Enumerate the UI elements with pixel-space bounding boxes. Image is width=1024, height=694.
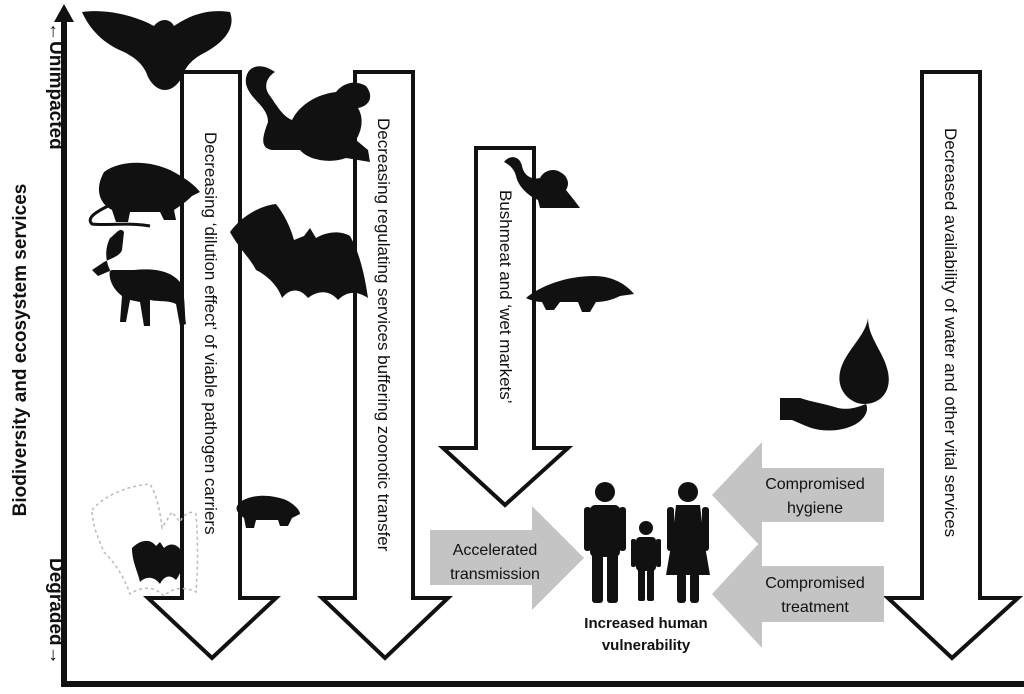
- accelerated-transmission-label-1: Accelerated: [453, 542, 538, 559]
- monkey-icon: [245, 66, 371, 162]
- accelerated-transmission-arrow: [430, 506, 584, 610]
- compromised-treatment-label-2: treatment: [781, 599, 849, 616]
- pangolin-icon: [526, 276, 634, 312]
- arrow-dilution-label: Decreasing ‘dilution effect’ of viable p…: [201, 132, 220, 535]
- compromised-treatment-arrow: [712, 540, 884, 648]
- compromised-treatment-label-1: Compromised: [765, 575, 865, 592]
- bat-icon: [230, 204, 368, 300]
- owl-icon: [82, 11, 232, 90]
- arrow-regulating: [317, 70, 453, 661]
- rat-icon-small: [236, 495, 300, 528]
- monkey-icon-small: [504, 157, 580, 208]
- arrow-bushmeat-label: Bushmeat and ‘wet markets’: [496, 190, 515, 404]
- accelerated-transmission-label-2: transmission: [450, 566, 540, 583]
- hand-icon: [780, 398, 868, 431]
- axis-top-label: ←Unimpacted: [45, 22, 66, 150]
- arrow-dilution: [142, 70, 282, 661]
- axis-bottom-label: Degraded→: [45, 558, 66, 665]
- arrow-water: [882, 70, 1024, 661]
- compromised-hygiene-arrow: [712, 442, 884, 548]
- compromised-hygiene-label-2: hygiene: [787, 500, 843, 517]
- arrow-regulating-label: Decreasing regulating services buffering…: [374, 118, 393, 552]
- rat-icon: [88, 162, 200, 228]
- compromised-hygiene-label-1: Compromised: [765, 476, 865, 493]
- center-label-2: vulnerability: [602, 637, 691, 654]
- antelope-icon: [92, 229, 186, 326]
- arrow-water-label: Decreased availability of water and othe…: [941, 128, 960, 537]
- y-axis-arrowhead: [54, 4, 74, 22]
- axes: [54, 4, 1024, 687]
- bat-icon-small: [132, 540, 183, 584]
- axis-title: Biodiversity and ecosystem services: [10, 184, 31, 517]
- water-drop-icon: [839, 318, 889, 404]
- family-icon: [584, 482, 710, 603]
- center-label-1: Increased human: [584, 615, 707, 632]
